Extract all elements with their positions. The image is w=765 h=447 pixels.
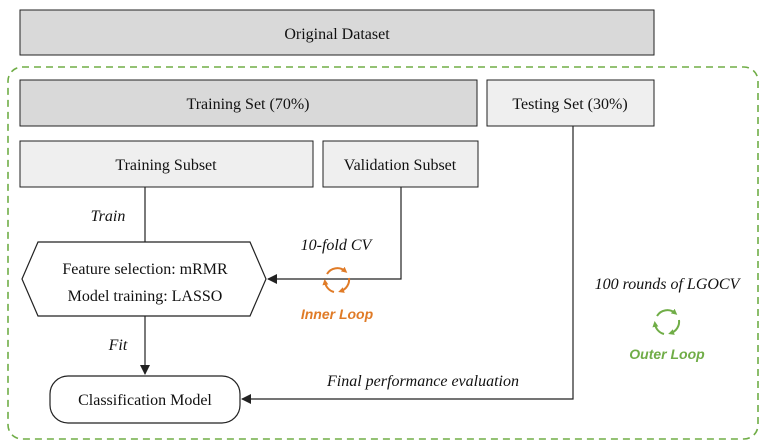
inner-loop-label: Inner Loop — [301, 306, 374, 322]
classification-model-box: Classification Model — [49, 375, 241, 424]
validation-subset-box: Validation Subset — [322, 140, 479, 188]
classification-model-label: Classification Model — [78, 392, 212, 409]
testing-to-model-arrow — [241, 126, 574, 404]
training-subset-box: Training Subset — [19, 140, 314, 188]
testing-set-label: Testing Set (30%) — [512, 96, 627, 113]
original-dataset-label: Original Dataset — [284, 26, 390, 43]
validation-subset-label: Validation Subset — [344, 157, 457, 174]
original-dataset-box: Original Dataset — [19, 9, 655, 56]
model-training-label: Model training: LASSO — [68, 288, 223, 305]
train-edge-label: Train — [91, 208, 126, 225]
training-set-label: Training Set (70%) — [187, 96, 310, 113]
training-subset-label: Training Subset — [115, 157, 217, 174]
outer-loop-container — [7, 66, 759, 440]
feature-model-hexagon: Feature selection: mRMR Model training: … — [21, 241, 267, 317]
ten-fold-cv-label: 10-fold CV — [301, 237, 374, 254]
refresh-cycle-icon — [652, 308, 681, 335]
testing-set-box: Testing Set (30%) — [486, 79, 655, 127]
feature-selection-label: Feature selection: mRMR — [62, 261, 228, 278]
outer-loop-label: Outer Loop — [629, 346, 705, 362]
training-set-box: Training Set (70%) — [19, 79, 478, 127]
refresh-cycle-icon — [322, 266, 351, 293]
fit-edge-label: Fit — [108, 337, 128, 354]
hundred-rounds-label: 100 rounds of LGOCV — [595, 276, 742, 293]
final-evaluation-label: Final performance evaluation — [326, 373, 519, 390]
validation-to-hexagon-arrow — [267, 187, 402, 284]
